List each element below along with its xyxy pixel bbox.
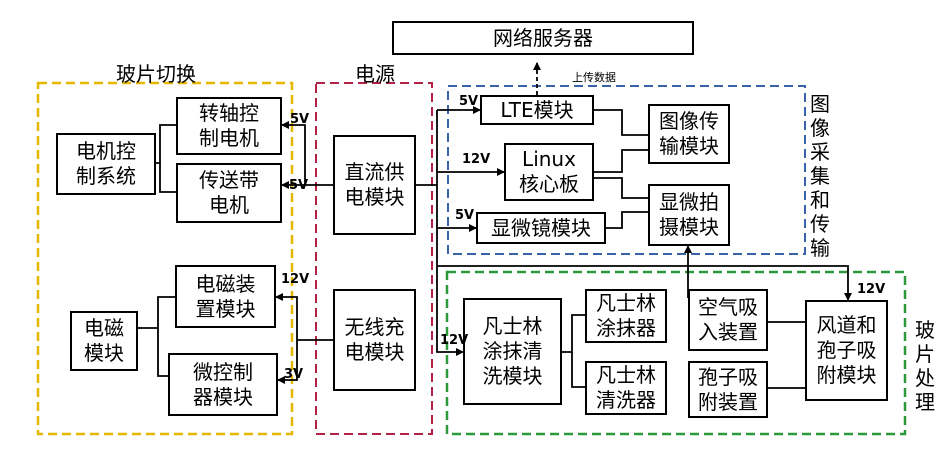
voltage-label-em-device: 12V (281, 272, 310, 287)
voltage-label-lte: 5V (459, 94, 479, 109)
group-title-image: 图 像 采 集 和 传 输 (810, 92, 830, 260)
image-transmission-box: 图像传 输模块 (648, 104, 730, 164)
group-title-power: 电源 (355, 62, 395, 86)
dc-power-box: 直流供 电模块 (333, 135, 416, 235)
em-device-box: 电磁装 置模块 (175, 265, 276, 328)
group-frame-power (315, 82, 433, 435)
linux-core-board-box: Linux 核心板 (504, 143, 594, 201)
em-module-box: 电磁 模块 (70, 311, 138, 371)
air-intake-box: 空气吸 入装置 (688, 289, 768, 351)
voltage-label-vaseline: 12V (440, 333, 469, 348)
upload-data-label: 上传数据 (572, 71, 616, 84)
vaseline-clean-module-box: 凡士林 涂抹清 洗模块 (463, 298, 562, 405)
group-title-process: 玻 片 处 理 (915, 318, 935, 414)
lte-module-box: LTE模块 (480, 95, 594, 125)
motor-control-system-box: 电机控 制系统 (56, 133, 156, 195)
vaseline-washer-box: 凡士林 清洗器 (585, 361, 667, 415)
vaseline-applicator-box: 凡士林 涂抹器 (585, 289, 667, 343)
voltage-label-duct: 12V (857, 282, 886, 297)
voltage-label-belt: 5V (289, 178, 309, 193)
microscope-module-box: 显微镜模块 (476, 212, 606, 244)
micro-shooting-box: 显微拍 摄模块 (648, 184, 730, 246)
shaft-motor-box: 转轴控 制电机 (176, 97, 282, 155)
voltage-label-microscope: 5V (455, 208, 475, 223)
voltage-label-shaft: 5V (290, 112, 310, 127)
belt-motor-box: 传送带 电机 (176, 163, 282, 223)
network-server-box: 网络服务器 (392, 21, 694, 55)
spore-adsorption-box: 孢子吸 附装置 (688, 361, 768, 418)
group-frame-process (445, 270, 907, 436)
duct-spore-module-box: 风道和 孢子吸 附模块 (805, 300, 888, 401)
group-frame-image (447, 85, 806, 255)
mcu-box: 微控制 器模块 (168, 353, 278, 416)
voltage-label-mcu: 3V (284, 367, 304, 382)
group-frame-switch (36, 81, 294, 436)
voltage-label-linux: 12V (462, 152, 491, 167)
wireless-charging-box: 无线充 电模块 (333, 289, 416, 391)
group-title-switch: 玻片切换 (116, 62, 196, 86)
